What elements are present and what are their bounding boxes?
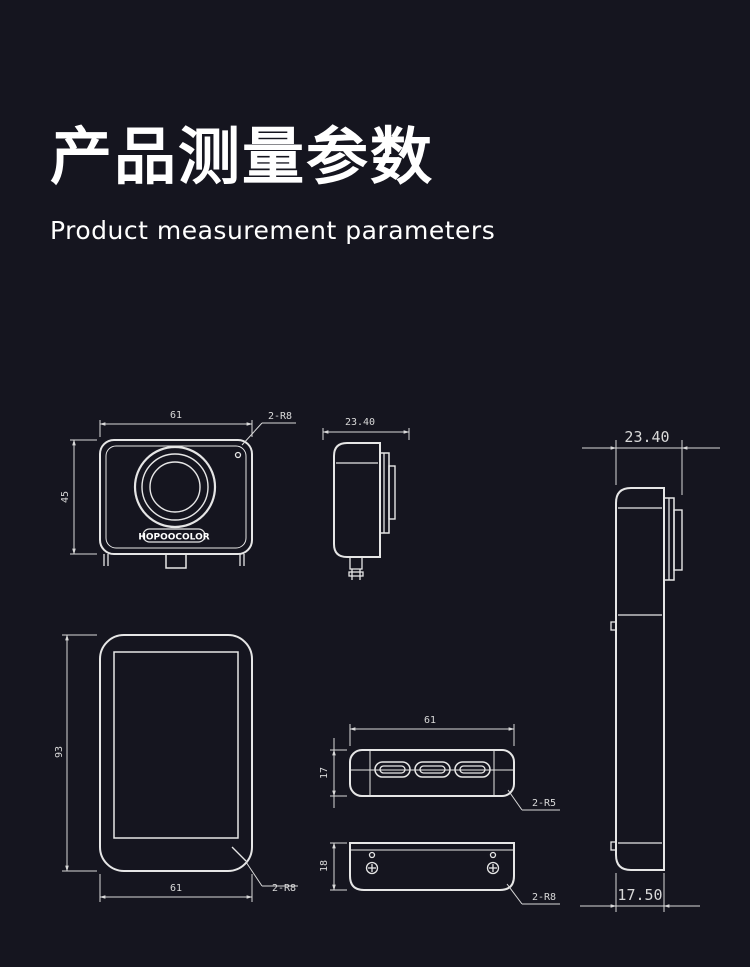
top-height-label: 18 [319,860,330,872]
top-radius-label: 2-R8 [532,892,556,903]
side-tall-depth-label: 23.40 [624,428,669,446]
side-tall-thickness-label: 17.50 [617,886,662,904]
back-view [99,634,253,872]
back-height-label: 93 [54,746,65,758]
dimension-lines [62,420,720,912]
front-radius-label: 2-R8 [268,411,292,422]
back-width-label: 61 [170,883,182,894]
brand-label: HOPOOCOLOR [138,533,209,543]
top-view [349,842,515,891]
side-top-depth-label: 23.40 [345,417,375,428]
side-view-tall [610,487,683,871]
page-title-en: Product measurement parameters [50,216,496,245]
front-width-label: 61 [170,410,182,421]
bottom-radius-label: 2-R5 [532,798,556,809]
bottom-height-label: 17 [319,767,330,779]
front-height-label: 45 [60,491,71,503]
page-title-cn: 产品测量参数 [50,120,435,193]
bottom-view [349,749,515,797]
side-view-top [333,442,396,580]
back-radius-label: 2-R8 [272,883,296,894]
bottom-width-label: 61 [424,715,436,726]
front-view [99,439,253,569]
